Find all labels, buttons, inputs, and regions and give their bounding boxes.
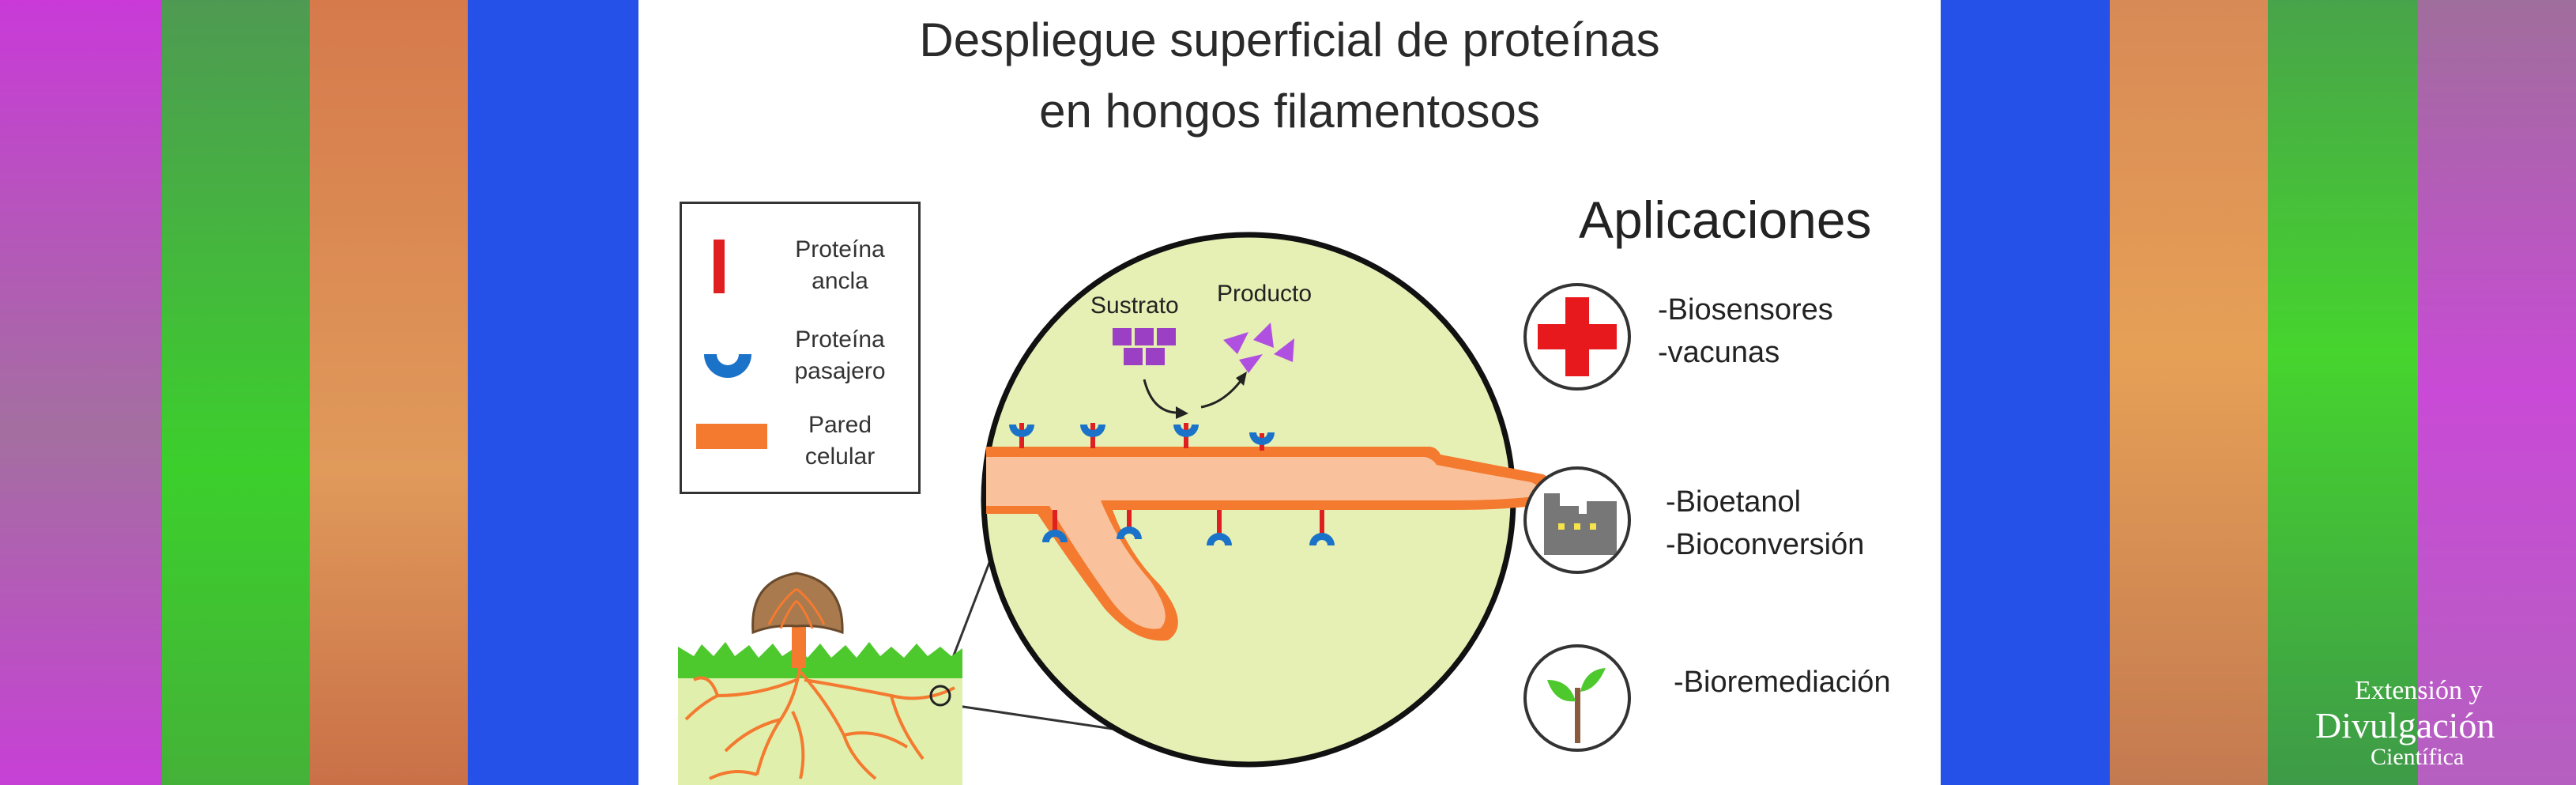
mushroom-icon [751, 572, 844, 668]
logo-line-3: Científica [2371, 744, 2465, 770]
logo-line-1: Extensión y [2355, 676, 2483, 705]
zoom-line-bottom [941, 702, 1113, 730]
application-label-bioremediation: -Bioremediación [1674, 666, 1891, 699]
left-stripe-magenta [0, 0, 162, 785]
left-stripe-orange [310, 0, 468, 785]
legend-box: Proteína ancla Proteína pasajero Pared c… [680, 202, 921, 494]
plant-sprout-icon [1523, 644, 1631, 752]
soil-block [678, 664, 962, 785]
factory-icon [1523, 466, 1631, 574]
surface-proteins-bottom [1042, 510, 1335, 545]
left-stripe-green [162, 0, 310, 785]
title-line-2: en hongos filamentosos [1039, 85, 1540, 138]
substrate-squares [1113, 328, 1176, 365]
right-stripe-green [2268, 0, 2418, 785]
legend-wall-label: Pared celular [804, 412, 876, 470]
zoom-source-circle [929, 685, 951, 707]
mycelium-roots [684, 662, 955, 780]
right-stripe-magenta [2418, 0, 2576, 785]
application-label-biosensors: -Biosensores -vacunas [1658, 293, 1833, 369]
legend-passenger-label: Proteína pasajero [794, 326, 886, 384]
title-line-1: Despliegue superficial de proteínas [919, 13, 1660, 66]
legend-anchor-label: Proteína ancla [795, 236, 885, 294]
substrate-label: Sustrato [1090, 292, 1179, 319]
surface-proteins-top [1009, 423, 1275, 451]
product-label: Producto [1217, 281, 1312, 307]
left-stripe-blue [468, 0, 638, 785]
passenger-protein-swatch-icon [704, 354, 751, 378]
product-arrow [1200, 380, 1242, 409]
right-stripe-orange [2110, 0, 2268, 785]
grass [678, 642, 962, 678]
logo-line-2: Divulgación [2315, 705, 2495, 745]
product-triangles [1223, 323, 1294, 373]
fungal-display-diagram [678, 232, 1557, 785]
infographic-panel: Despliegue superficial de proteínas en h… [638, 0, 1941, 785]
cell-wall-swatch [696, 424, 767, 449]
applications-title: Aplicaciones [1579, 191, 1872, 249]
hypha-cytoplasm [986, 457, 1541, 629]
extension-divulgacion-logo: Extensión y Divulgación Científica [2299, 676, 2560, 775]
application-label-bioethanol: -Bioetanol -Bioconversión [1666, 485, 1865, 561]
red-cross-icon [1523, 283, 1631, 391]
substrate-arrow [1143, 379, 1177, 414]
right-stripe-blue [1941, 0, 2110, 785]
anchor-protein-swatch [714, 240, 725, 293]
